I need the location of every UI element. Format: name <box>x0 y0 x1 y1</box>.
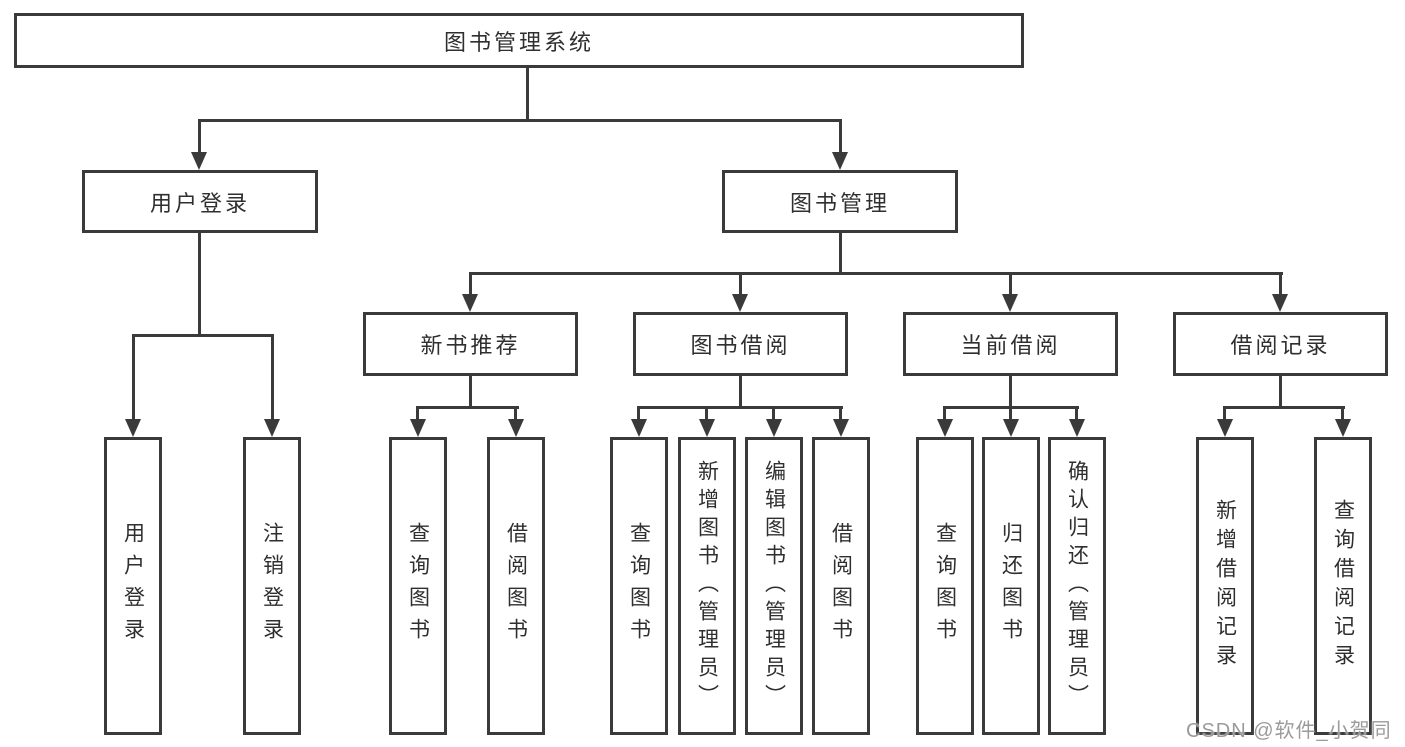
connector-mgmt-drop-4 <box>1279 272 1282 296</box>
connector-newbook-drop-1 <box>416 406 419 421</box>
csdn-watermark: CSDN @软件_小贺同学 <box>1186 720 1392 742</box>
arrowhead-new-book <box>462 294 478 312</box>
arrowhead-borrow-edit <box>766 419 782 437</box>
connector-root-stem <box>526 68 529 119</box>
connector-root-rail <box>198 119 842 122</box>
node-leaf-borrow-query: 查询图书 <box>610 437 668 735</box>
arrowhead-borrow-lend <box>833 419 849 437</box>
arrowhead-record-query <box>1335 419 1351 437</box>
arrowhead-current-return <box>1003 419 1019 437</box>
connector-mgmt-drop-2 <box>739 272 742 296</box>
node-book-borrowing: 图书借阅 <box>633 312 848 376</box>
arrowhead-book-management <box>832 152 848 170</box>
connector-current-stem <box>1009 376 1012 409</box>
connector-login-drop-2 <box>271 334 274 421</box>
arrowhead-logout <box>264 419 280 437</box>
connector-root-drop-right <box>839 119 842 154</box>
node-leaf-current-return: 归还图书 <box>982 437 1040 735</box>
node-user-login: 用户登录 <box>82 170 318 233</box>
connector-mgmt-drop-3 <box>1009 272 1012 296</box>
arrowhead-record-add <box>1217 419 1233 437</box>
arrowhead-current-confirm <box>1069 419 1085 437</box>
node-new-book-recommend: 新书推荐 <box>363 312 578 376</box>
node-borrowing-records: 借阅记录 <box>1173 312 1388 376</box>
node-leaf-borrow-lend: 借阅图书 <box>812 437 870 735</box>
node-current-borrowing: 当前借阅 <box>903 312 1118 376</box>
connector-login-rail <box>132 334 274 337</box>
connector-borrow-rail <box>638 406 843 409</box>
node-leaf-record-query: 查询借阅记录 <box>1314 437 1372 735</box>
connector-record-rail <box>1223 406 1345 409</box>
arrowhead-borrow-query <box>631 419 647 437</box>
arrowhead-current-borrow <box>1002 294 1018 312</box>
node-leaf-current-confirm-admin: 确认归还（管理员） <box>1048 437 1106 735</box>
arrowhead-newbook-borrow <box>508 419 524 437</box>
arrowhead-user-login <box>191 152 207 170</box>
connector-root-drop-left <box>198 119 201 154</box>
node-leaf-newbook-query: 查询图书 <box>389 437 447 735</box>
connector-mgmt-rail <box>469 272 1283 275</box>
connector-newbook-drop-2 <box>514 406 517 421</box>
connector-newbook-stem <box>469 376 472 409</box>
connector-borrow-drop-4 <box>839 406 842 421</box>
connector-current-drop-1 <box>943 406 946 421</box>
node-leaf-borrow-edit-admin: 编辑图书（管理员） <box>745 437 803 735</box>
node-leaf-user-login: 用户登录 <box>104 437 162 735</box>
connector-borrow-drop-3 <box>772 406 775 421</box>
connector-mgmt-stem <box>839 233 842 275</box>
node-leaf-borrow-add-admin: 新增图书（管理员） <box>678 437 736 735</box>
connector-mgmt-drop-1 <box>469 272 472 296</box>
arrowhead-book-borrow <box>732 294 748 312</box>
connector-record-drop-2 <box>1341 406 1344 421</box>
connector-borrow-drop-2 <box>705 406 708 421</box>
arrowhead-borrow-record <box>1272 294 1288 312</box>
node-leaf-current-query: 查询图书 <box>916 437 974 735</box>
node-leaf-newbook-borrow: 借阅图书 <box>487 437 545 735</box>
arrowhead-login-action <box>125 419 141 437</box>
connector-login-stem <box>198 233 201 337</box>
node-leaf-record-add: 新增借阅记录 <box>1196 437 1254 735</box>
connector-newbook-rail <box>417 406 519 409</box>
node-library-system: 图书管理系统 <box>14 13 1024 68</box>
connector-record-stem <box>1279 376 1282 409</box>
connector-login-drop-1 <box>132 334 135 421</box>
arrowhead-current-query <box>937 419 953 437</box>
node-leaf-logout: 注销登录 <box>243 437 301 735</box>
connector-borrow-drop-1 <box>637 406 640 421</box>
connector-current-drop-2 <box>1009 406 1012 421</box>
arrowhead-borrow-add <box>699 419 715 437</box>
connector-current-drop-3 <box>1075 406 1078 421</box>
node-book-management: 图书管理 <box>722 170 958 233</box>
connector-borrow-stem <box>739 376 742 409</box>
connector-record-drop-1 <box>1223 406 1226 421</box>
arrowhead-newbook-query <box>410 419 426 437</box>
